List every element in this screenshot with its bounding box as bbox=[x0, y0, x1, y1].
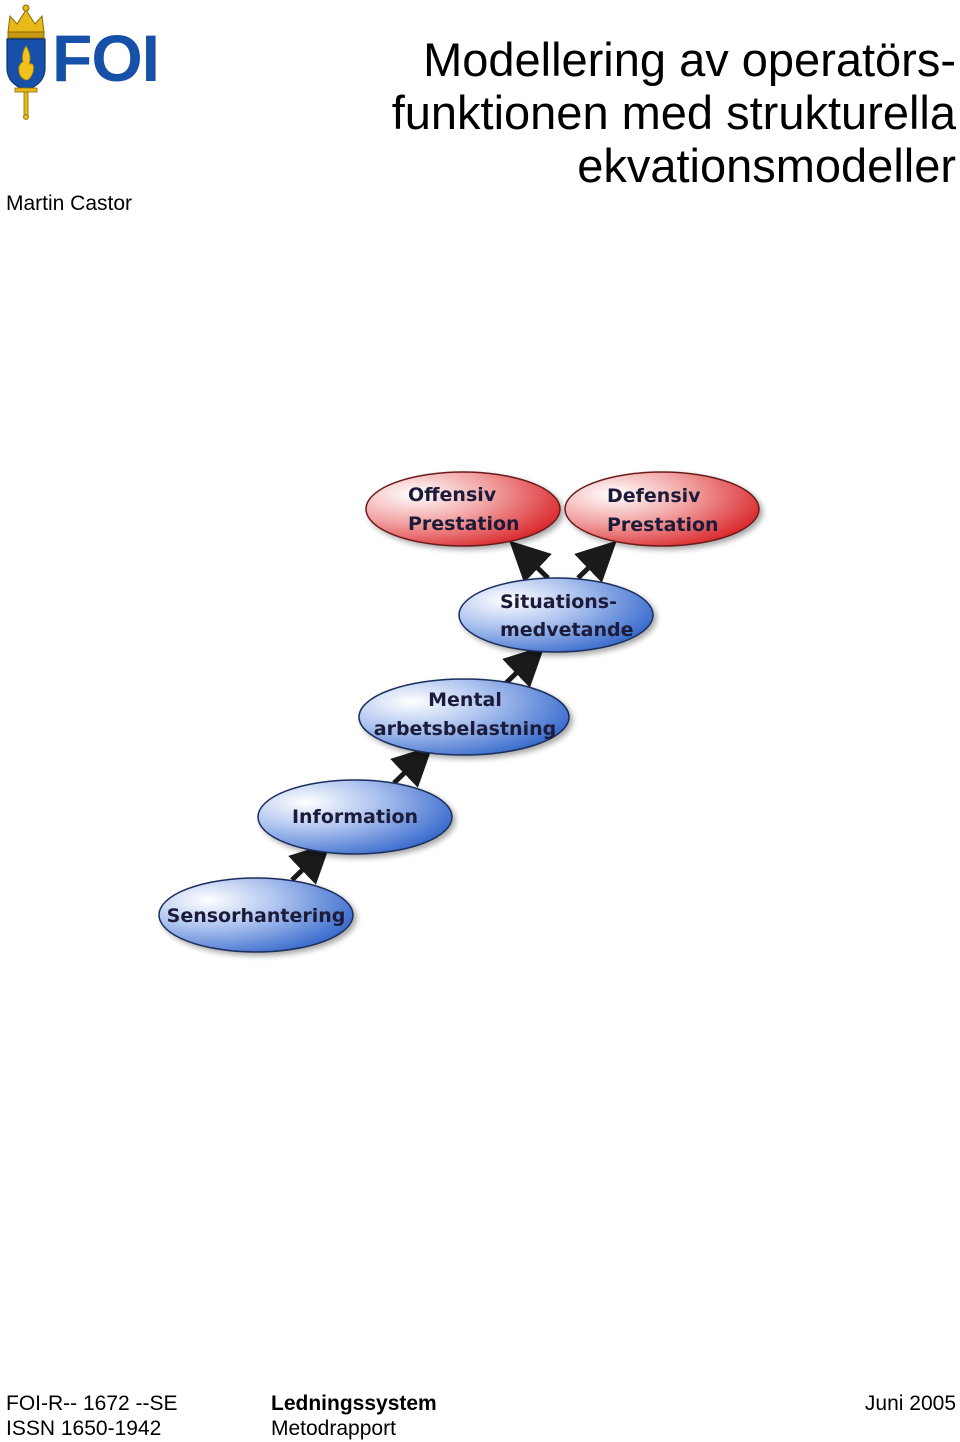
node-label: medvetande bbox=[500, 619, 633, 641]
diagram-canvas: Offensiv Prestation Defensiv Prestation … bbox=[158, 471, 760, 953]
title-line: ekvationsmodeller bbox=[577, 139, 956, 192]
node-mental-arbetsbelastning bbox=[358, 678, 570, 756]
report-number: FOI-R-- 1672 --SE bbox=[6, 1392, 178, 1415]
issn: ISSN 1650-1942 bbox=[6, 1417, 162, 1440]
footer-report-info: FOI-R-- 1672 --SE ISSN 1650-1942 bbox=[6, 1391, 178, 1441]
foi-logo: FOI bbox=[0, 0, 170, 120]
department: Ledningssystem bbox=[271, 1392, 437, 1415]
report-footer: FOI-R-- 1672 --SE ISSN 1650-1942 Ledning… bbox=[0, 1391, 960, 1441]
author-name: Martin Castor bbox=[6, 192, 133, 215]
report-title: Modellering av operatörs- funktionen med… bbox=[336, 33, 956, 192]
node-label: Offensiv bbox=[408, 484, 497, 506]
arrow-situation-to-defensiv bbox=[574, 540, 617, 583]
node-situationsmedvetande bbox=[458, 577, 654, 653]
crown-sword-emblem-icon bbox=[6, 4, 46, 120]
model-diagram: Offensiv Prestation Defensiv Prestation … bbox=[150, 460, 780, 970]
node-label: arbetsbelastning bbox=[374, 718, 556, 740]
arrow-mental-to-situation bbox=[502, 645, 545, 688]
report-date: Juni 2005 bbox=[864, 1392, 956, 1415]
node-label: Mental bbox=[428, 689, 502, 711]
node-label: Defensiv bbox=[607, 485, 701, 507]
arrow-sensor-to-information bbox=[288, 842, 331, 885]
node-label: Information bbox=[292, 806, 418, 828]
node-label: Prestation bbox=[607, 514, 719, 536]
arrow-situation-to-offensiv bbox=[509, 540, 552, 583]
logo-text: FOI bbox=[52, 21, 160, 95]
node-label: Sensorhantering bbox=[167, 905, 346, 927]
title-line: Modellering av operatörs- bbox=[423, 33, 956, 86]
footer-department-info: Ledningssystem Metodrapport bbox=[271, 1391, 437, 1441]
footer-date-info: Juni 2005 bbox=[865, 1391, 956, 1416]
node-information bbox=[257, 779, 453, 855]
arrow-information-to-mental bbox=[390, 745, 433, 788]
node-sensorhantering bbox=[158, 877, 354, 953]
title-line: funktionen med strukturella bbox=[391, 86, 956, 139]
node-label: Prestation bbox=[408, 513, 520, 535]
node-label: Situations- bbox=[500, 591, 617, 613]
node-defensiv-prestation bbox=[564, 471, 760, 547]
report-type: Metodrapport bbox=[271, 1417, 396, 1440]
node-offensiv-prestation bbox=[365, 471, 561, 547]
